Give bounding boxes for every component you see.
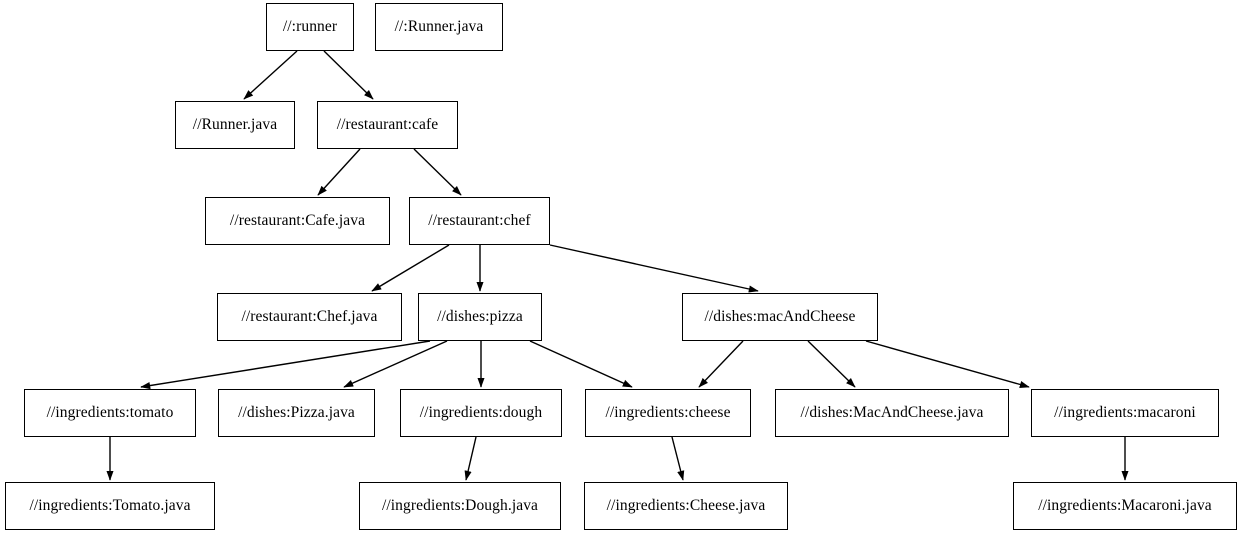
graph-node-label: //ingredients:Cheese.java	[606, 497, 766, 515]
graph-node-mac_java[interactable]: //dishes:MacAndCheese.java	[775, 389, 1009, 437]
graph-node-label: //Runner.java	[192, 116, 278, 134]
graph-node-dishes_pizza[interactable]: //dishes:pizza	[418, 293, 542, 341]
graph-node-label: //dishes:pizza	[437, 308, 523, 326]
graph-node-tomato_java[interactable]: //ingredients:Tomato.java	[5, 482, 215, 530]
graph-node-label: //restaurant:cafe	[336, 116, 439, 134]
graph-node-runner[interactable]: //:runner	[266, 3, 354, 51]
graph-node-restaurant_chef[interactable]: //restaurant:chef	[409, 197, 550, 245]
graph-node-label: //:runner	[282, 18, 338, 36]
graph-node-label: //ingredients:macaroni	[1054, 404, 1196, 422]
graph-node-label: //ingredients:cheese	[605, 404, 731, 422]
graph-node-chef_java[interactable]: //restaurant:Chef.java	[217, 293, 402, 341]
graph-node-label: //ingredients:dough	[419, 404, 543, 422]
graph-node-cafe_java[interactable]: //restaurant:Cafe.java	[205, 197, 390, 245]
graph-node-ing_dough[interactable]: //ingredients:dough	[400, 389, 562, 437]
graph-node-macaroni_java[interactable]: //ingredients:Macaroni.java	[1013, 482, 1237, 530]
graph-node-label: //ingredients:tomato	[46, 404, 174, 422]
graph-node-runner_java_root[interactable]: //:Runner.java	[375, 3, 503, 51]
graph-node-label: //ingredients:Tomato.java	[29, 497, 191, 515]
graph-node-pizza_java[interactable]: //dishes:Pizza.java	[218, 389, 375, 437]
graph-node-runner_java[interactable]: //Runner.java	[175, 101, 295, 149]
graph-node-cheese_java[interactable]: //ingredients:Cheese.java	[584, 482, 788, 530]
graph-node-ing_tomato[interactable]: //ingredients:tomato	[24, 389, 196, 437]
graph-node-label: //ingredients:Dough.java	[381, 497, 539, 515]
graph-node-restaurant_cafe[interactable]: //restaurant:cafe	[317, 101, 458, 149]
graph-node-label: //restaurant:Chef.java	[241, 308, 378, 326]
graph-node-dishes_mac[interactable]: //dishes:macAndCheese	[682, 293, 878, 341]
graph-node-dough_java[interactable]: //ingredients:Dough.java	[359, 482, 561, 530]
graph-node-label: //restaurant:Cafe.java	[229, 212, 366, 230]
graph-node-ing_cheese[interactable]: //ingredients:cheese	[585, 389, 751, 437]
graph-node-label: //restaurant:chef	[428, 212, 531, 230]
graph-node-label: //ingredients:Macaroni.java	[1038, 497, 1212, 515]
graph-node-ing_macaroni[interactable]: //ingredients:macaroni	[1031, 389, 1219, 437]
graph-node-label: //dishes:Pizza.java	[238, 404, 355, 422]
graph-node-label: //dishes:MacAndCheese.java	[800, 404, 984, 422]
graph-node-label: //:Runner.java	[394, 18, 484, 36]
graph-node-label: //dishes:macAndCheese	[704, 308, 856, 326]
